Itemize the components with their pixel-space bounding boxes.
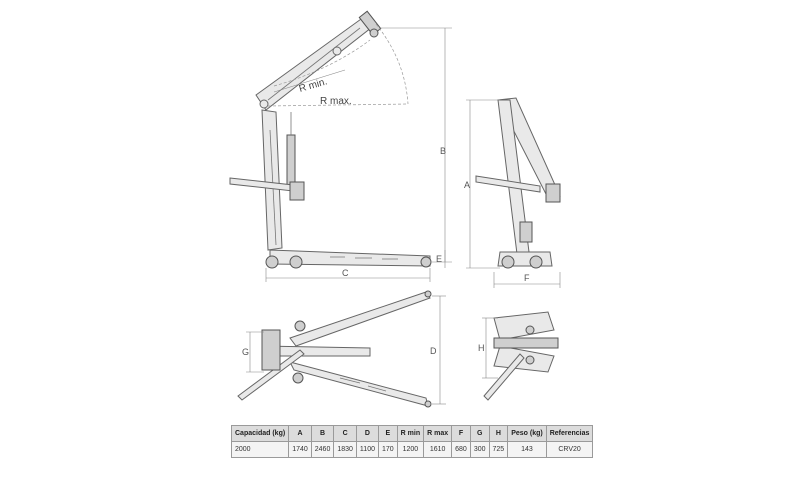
table-header-row: Capacidad (kg) A B C D E R min R max F G…	[230, 425, 594, 442]
folded-handle	[483, 353, 525, 401]
table-cell: 1200	[396, 441, 425, 458]
col-header: A	[288, 425, 312, 442]
folded-lower	[493, 345, 555, 373]
folded-view: H	[478, 311, 559, 401]
table-cell: 680	[451, 441, 471, 458]
col-header: Peso (kg)	[507, 425, 547, 442]
middle-wheel	[289, 255, 303, 269]
table-cell: 1740	[288, 441, 312, 458]
table-cell: 1610	[423, 441, 453, 458]
side-view: R min. R max. B E C	[229, 10, 452, 282]
folded-upper	[493, 311, 555, 341]
pump-body	[289, 181, 305, 201]
table-cell: 300	[469, 441, 490, 458]
col-header: R max	[423, 425, 453, 442]
table-row: 2000 1740 2460 1830 1100 170 1200 1610 6…	[230, 441, 594, 458]
col-header: Capacidad (kg)	[230, 425, 290, 442]
col-header: R min	[396, 425, 425, 442]
col-header: E	[377, 425, 398, 442]
col-header: Referencias	[545, 425, 594, 442]
upper-leg	[289, 291, 431, 347]
table-cell: 1830	[333, 441, 357, 458]
table-cell: CRV20	[545, 441, 594, 458]
dim-g-label: G	[242, 347, 249, 357]
dim-a-label: A	[464, 180, 470, 190]
lower-leg	[289, 361, 429, 407]
dim-f-label: F	[524, 273, 530, 283]
table-cell: 1100	[355, 441, 379, 458]
front-handle	[475, 175, 541, 193]
table-cell: 2460	[310, 441, 335, 458]
col-header: D	[355, 425, 379, 442]
dim-b-label: B	[440, 146, 446, 156]
mast	[261, 109, 283, 251]
col-header: H	[488, 425, 509, 442]
dim-d-label: D	[430, 346, 437, 356]
col-header: G	[469, 425, 490, 442]
col-header: C	[333, 425, 357, 442]
table-cell: 170	[377, 441, 398, 458]
col-header: B	[310, 425, 335, 442]
col-header: F	[451, 425, 471, 442]
r-max-label: R max.	[320, 96, 352, 107]
dim-e-label: E	[436, 254, 442, 264]
front-view: A F	[464, 97, 561, 288]
top-view: G D	[237, 290, 446, 408]
rear-wheel	[265, 255, 279, 269]
hook-point	[369, 28, 379, 38]
dim-h-label: H	[478, 343, 485, 353]
table-cell: 2000	[230, 441, 290, 458]
front-wheel	[420, 256, 432, 268]
dim-c-label: C	[342, 268, 349, 278]
specification-table: Capacidad (kg) A B C D E R min R max F G…	[230, 425, 594, 458]
table-cell: 725	[488, 441, 509, 458]
table-cell: 143	[507, 441, 547, 458]
